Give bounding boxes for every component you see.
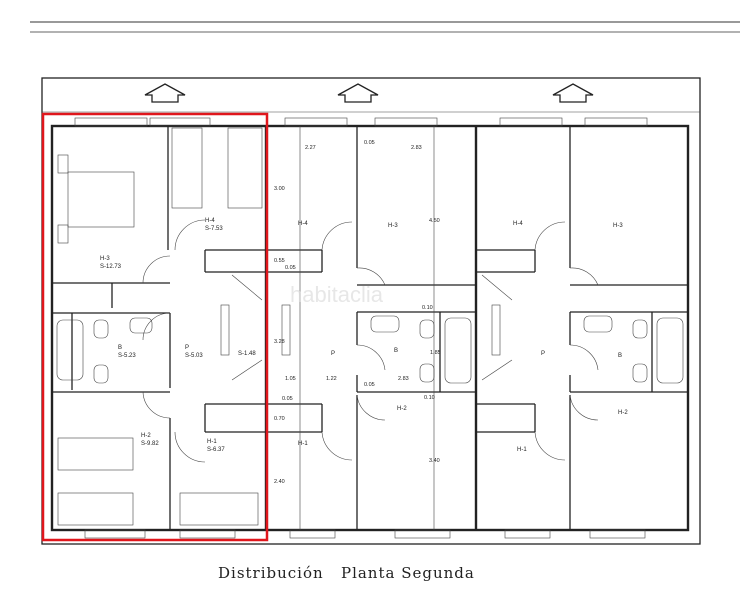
room-label: H-2: [618, 410, 628, 416]
dimension: 2.83: [398, 376, 409, 382]
dimension: 0.05: [282, 396, 293, 402]
room-area: S-5.23: [118, 353, 136, 359]
right-unit-labels: H-4 H-3 P B H-2 H-1: [513, 221, 628, 453]
room-label: B: [394, 348, 398, 354]
middle-unit-fixtures: [281, 126, 472, 530]
room-area: S-7.53: [205, 226, 223, 232]
room-label: P: [185, 345, 189, 351]
dimension: 3.00: [274, 186, 285, 192]
dimension: 4.50: [429, 218, 440, 224]
room-area: S-12.73: [100, 264, 122, 270]
right-unit-walls: [476, 126, 688, 530]
dimension: 2.27: [305, 145, 316, 151]
room-label: P: [331, 351, 335, 357]
room-label: H-4: [513, 221, 523, 227]
left-unit-furniture: [56, 127, 263, 526]
building-outline: [41, 77, 701, 545]
room-label: H-3: [388, 223, 398, 229]
middle-unit-walls: [266, 126, 476, 530]
left-unit-labels: H-4 S-7.53 H-3 S-12.73 B S-5.23 P S-5.03…: [100, 218, 256, 453]
dimension: 3.40: [429, 458, 440, 464]
room-label: H-4: [205, 218, 215, 224]
middle-unit-labels: H-4 H-3 P B H-2 H-1 2.27 0.05 2.83 3.00 …: [274, 140, 441, 485]
windows: [74, 117, 648, 539]
arrow-up-icon: [337, 83, 379, 103]
room-label: H-1: [207, 439, 217, 445]
dimension: 0.05: [364, 140, 375, 146]
dimension: 0.10: [424, 395, 435, 401]
arrow-up-icon: [144, 83, 186, 103]
right-unit-fixtures: [481, 221, 684, 461]
room-area: S-9.82: [141, 441, 159, 447]
dimension: 0.05: [285, 265, 296, 271]
dimension: 2.40: [274, 479, 285, 485]
room-label: H-4: [298, 221, 308, 227]
dimension: 0.05: [364, 382, 375, 388]
plan-title: Distribución Planta Segunda: [218, 564, 475, 582]
room-label: H-1: [517, 447, 527, 453]
dimension: 0.70: [274, 416, 285, 422]
dimension: 0.10: [422, 305, 433, 311]
room-label: H-1: [298, 441, 308, 447]
plan-outer-wall: [50, 124, 690, 532]
room-label: B: [118, 345, 122, 351]
dimension: 1.85: [430, 350, 441, 356]
room-label: P: [541, 351, 545, 357]
left-unit-walls: [52, 126, 266, 530]
dimension: 2.83: [411, 145, 422, 151]
dimension: 1.22: [326, 376, 337, 382]
dimension: 3.28: [274, 339, 285, 345]
arrow-up-icon: [552, 83, 594, 103]
watermark: habitaclia: [290, 282, 384, 307]
room-label: H-3: [100, 256, 110, 262]
highlight-box: [41, 112, 269, 542]
room-label: B: [618, 353, 622, 359]
room-label: H-2: [141, 433, 151, 439]
room-area: S-5.03: [185, 353, 203, 359]
stair-area: S-1.48: [238, 351, 256, 357]
room-label: H-3: [613, 223, 623, 229]
room-label: H-2: [397, 406, 407, 412]
room-area: S-6.37: [207, 447, 225, 453]
dimension: 1.05: [285, 376, 296, 382]
dimension: 0.55: [274, 258, 285, 264]
